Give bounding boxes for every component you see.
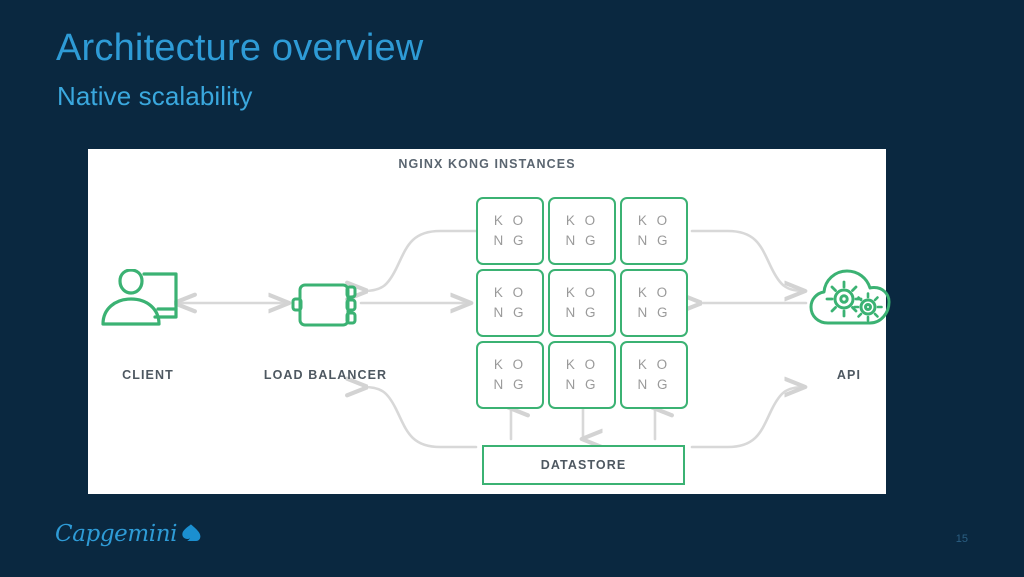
node-label-client: CLIENT — [122, 368, 174, 382]
kong-instance[interactable]: K O N G — [548, 269, 616, 337]
kong-line-2: N G — [637, 233, 671, 248]
architecture-diagram-panel: NGINX KONG INSTANCES — [88, 149, 891, 494]
kong-line-1: K O — [565, 285, 599, 301]
kong-line-2: N G — [565, 233, 599, 248]
kong-line-1: K O — [637, 285, 671, 301]
kong-instance[interactable]: K O N G — [476, 341, 544, 409]
kong-line-2: N G — [565, 305, 599, 320]
capgemini-logo: Capgemini — [55, 521, 205, 547]
cloud-gears-icon — [809, 269, 891, 325]
logo-wordmark: Capgemini — [55, 521, 178, 547]
kong-instance[interactable]: K O N G — [476, 197, 544, 265]
kong-line-1: K O — [637, 213, 671, 229]
user-monitor-icon — [101, 269, 178, 326]
kong-instance[interactable]: K O N G — [548, 197, 616, 265]
page-subtitle: Native scalability — [57, 81, 253, 111]
page-number: 15 — [955, 533, 968, 545]
kong-instance[interactable]: K O N G — [620, 269, 688, 337]
page-title: Architecture overview — [56, 27, 424, 69]
kong-line-1: K O — [565, 213, 599, 229]
kong-line-1: K O — [565, 357, 599, 373]
kong-line-2: N G — [493, 233, 527, 248]
kong-line-2: N G — [637, 377, 671, 392]
spade-glyph-icon — [182, 524, 201, 541]
datastore-label: DATASTORE — [540, 458, 627, 472]
kong-line-1: K O — [493, 285, 527, 301]
kong-line-2: N G — [493, 377, 527, 392]
kong-instance[interactable]: K O N G — [620, 341, 688, 409]
datastore-node[interactable]: DATASTORE — [482, 445, 685, 485]
load-balancer-icon — [291, 283, 357, 327]
kong-line-1: K O — [637, 357, 671, 373]
kong-instance[interactable]: K O N G — [620, 197, 688, 265]
kong-instance[interactable]: K O N G — [476, 269, 544, 337]
kong-line-1: K O — [493, 213, 527, 229]
kong-line-1: K O — [493, 357, 527, 373]
kong-line-2: N G — [637, 305, 671, 320]
node-label-api: API — [836, 368, 862, 382]
kong-line-2: N G — [493, 305, 527, 320]
node-label-load-balancer: LOAD BALANCER — [263, 368, 388, 382]
kong-line-2: N G — [565, 377, 599, 392]
kong-instance[interactable]: K O N G — [548, 341, 616, 409]
diagram-heading: NGINX KONG INSTANCES — [398, 157, 576, 171]
